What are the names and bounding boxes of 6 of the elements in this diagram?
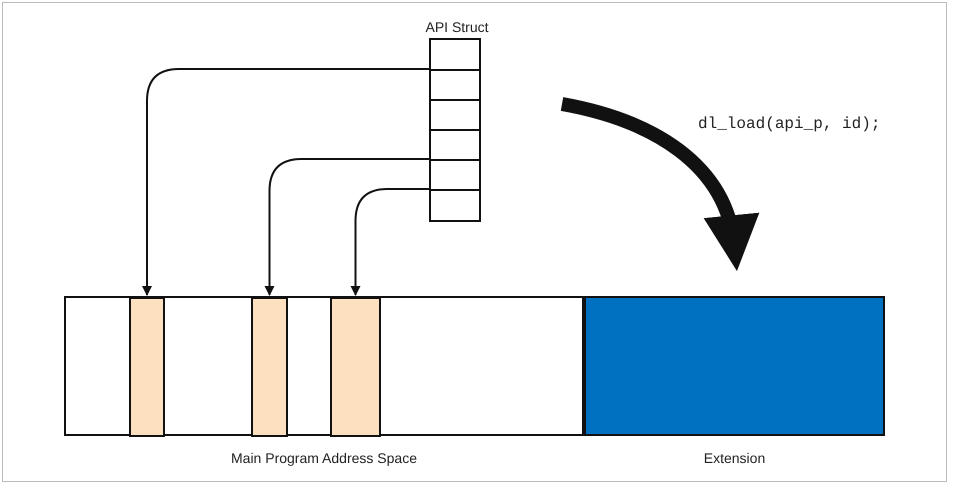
memory-slot <box>129 297 165 437</box>
memory-slot <box>251 297 288 437</box>
address-space-label: Main Program Address Space <box>230 450 418 466</box>
struct-label: API Struct <box>424 19 490 36</box>
memory-slot <box>330 297 381 437</box>
extension-label: Extension <box>702 450 766 466</box>
